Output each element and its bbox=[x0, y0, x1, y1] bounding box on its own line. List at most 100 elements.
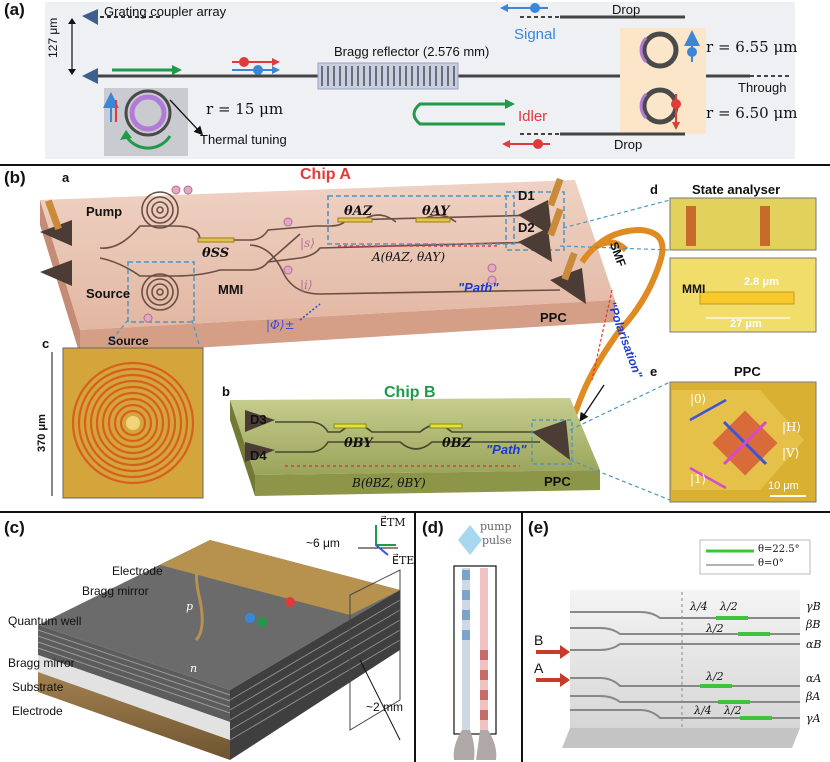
reflected-pump-arrow bbox=[412, 102, 505, 126]
electrode-top-label: Electrode bbox=[112, 564, 163, 578]
path-label-b: "Path" bbox=[486, 442, 527, 457]
thermal-label: Thermal tuning bbox=[200, 132, 287, 147]
phi-label: |Φ⟩± bbox=[266, 318, 295, 332]
legend-label-1: θ=22.5° bbox=[758, 544, 800, 555]
ppc-title: PPC bbox=[734, 364, 761, 379]
e-te-label: E⃗TE bbox=[392, 554, 415, 567]
r-top-label: r = 6.55 μm bbox=[706, 38, 798, 56]
idler-label: Idler bbox=[518, 108, 548, 125]
electrode-bottom-label: Electrode bbox=[12, 704, 63, 718]
grating-coupler-top bbox=[82, 9, 98, 25]
pump-label-d1: pump bbox=[480, 520, 512, 533]
input-a-label: A bbox=[534, 660, 544, 676]
panel-d-tag: (d) bbox=[422, 518, 444, 537]
ring-resonator-source bbox=[129, 94, 167, 132]
ppc-scale-label: 10 μm bbox=[768, 480, 799, 492]
path-label-a: "Path" bbox=[458, 280, 499, 295]
subpanel-a-tag: a bbox=[62, 170, 70, 185]
chip-e bbox=[570, 590, 800, 728]
d4-label: D4 bbox=[250, 448, 267, 463]
d1-label: D1 bbox=[518, 188, 535, 203]
bragg-label: Bragg reflector (2.576 mm) bbox=[334, 44, 490, 59]
d3-label: D3 bbox=[250, 412, 267, 427]
half-wave-1: λ/2 bbox=[720, 600, 738, 613]
input-a-arrow bbox=[536, 673, 570, 687]
r-bottom-label: r = 6.50 μm bbox=[706, 104, 798, 122]
grating-coupler-bottom bbox=[82, 68, 98, 84]
quarter-wave-bottom: λ/4 bbox=[694, 704, 712, 717]
width-label: ~6 μm bbox=[306, 536, 340, 550]
theta-bz-label: θBZ bbox=[442, 436, 472, 451]
alpha-b-label: αB bbox=[806, 638, 822, 651]
ket-v-label: |V⟩ bbox=[782, 446, 800, 460]
theta-ay-label: θAY bbox=[422, 204, 450, 219]
length-label: ~2 mm bbox=[366, 700, 404, 714]
ppc-b-label: PPC bbox=[544, 474, 571, 489]
ket-i-label: |i⟩ bbox=[300, 278, 313, 292]
panel-a-tag: (a) bbox=[4, 0, 25, 19]
subpanel-d-tag: d bbox=[650, 182, 658, 197]
mmi-label-d: MMI bbox=[682, 282, 706, 296]
chip-a-label: Chip A bbox=[300, 166, 351, 183]
d2-label: D2 bbox=[518, 220, 535, 235]
half-wave-3: λ/2 bbox=[706, 670, 724, 683]
a-unitary-box bbox=[327, 195, 515, 245]
ket-s-label: |s⟩ bbox=[300, 236, 315, 250]
signal-label: Signal bbox=[514, 26, 556, 43]
legend-label-2: θ=0° bbox=[758, 558, 784, 569]
subpanel-e-tag: e bbox=[650, 364, 658, 379]
grating-label: Grating coupler array bbox=[104, 4, 227, 19]
theta-by-label: θBY bbox=[344, 436, 373, 451]
pump-label-d2: pulse bbox=[482, 534, 512, 547]
beta-a-label: βA bbox=[806, 690, 821, 703]
chip-b-label: Chip B bbox=[384, 384, 436, 401]
pump-label: Pump bbox=[86, 204, 123, 219]
source-label: Source bbox=[86, 286, 131, 301]
mmi-label-a: MMI bbox=[218, 282, 244, 297]
quantum-well-label: Quantum well bbox=[8, 614, 82, 628]
half-wave-4: λ/2 bbox=[724, 704, 742, 717]
ring-resonator-top bbox=[641, 31, 679, 69]
alpha-a-label: αA bbox=[806, 672, 822, 685]
ppc-a-label: PPC bbox=[540, 310, 567, 325]
chip-b bbox=[230, 398, 600, 475]
panel-c-tag: (c) bbox=[4, 518, 25, 537]
through-label: Through bbox=[738, 80, 787, 95]
substrate-label: Substrate bbox=[12, 680, 64, 694]
b-function-label: B(θBZ, θBY) bbox=[352, 476, 426, 490]
subpanel-c-tag: c bbox=[42, 336, 50, 351]
beta-b-label: βB bbox=[806, 618, 821, 631]
smf-fiber bbox=[562, 226, 666, 432]
mmi-width-label: 2.8 μm bbox=[744, 276, 779, 288]
a-function-label: A(θAZ, θAY) bbox=[372, 250, 446, 264]
drop-top-label: Drop bbox=[612, 2, 641, 17]
input-b-arrow bbox=[536, 645, 570, 659]
state-analyser-title: State analyser bbox=[692, 182, 781, 197]
legend-box bbox=[699, 539, 811, 575]
bottom-electrode bbox=[38, 672, 230, 760]
source-scale-label: 370 μm bbox=[36, 414, 48, 452]
mmi-length-label: 27 μm bbox=[730, 318, 762, 330]
subpanel-b-tag: b bbox=[222, 384, 230, 399]
bragg-bottom-label: Bragg mirror bbox=[8, 656, 75, 670]
ket-h-label: |H⟩ bbox=[782, 420, 802, 434]
quarter-wave-top: λ/4 bbox=[690, 600, 708, 613]
e-tm-label: E⃗TM bbox=[380, 516, 406, 529]
half-wave-2: λ/2 bbox=[706, 622, 724, 635]
p-label: p bbox=[186, 600, 194, 613]
drop-bottom-label: Drop bbox=[614, 137, 643, 152]
gamma-a-label: γA bbox=[806, 712, 821, 725]
ket-0-label: |0⟩ bbox=[690, 392, 707, 406]
gamma-b-label: γB bbox=[806, 600, 821, 613]
panel-e-tag: (e) bbox=[528, 518, 549, 537]
source-title: Source bbox=[108, 334, 149, 348]
input-b-label: B bbox=[534, 632, 544, 648]
pitch-label: 127 μm bbox=[46, 17, 60, 58]
panel-b-tag: (b) bbox=[4, 168, 26, 187]
dual-waveguide-chip bbox=[453, 565, 497, 735]
theta-az-label: θAZ bbox=[344, 204, 373, 219]
n-label: n bbox=[190, 662, 198, 675]
bragg-top-label: Bragg mirror bbox=[82, 584, 149, 598]
